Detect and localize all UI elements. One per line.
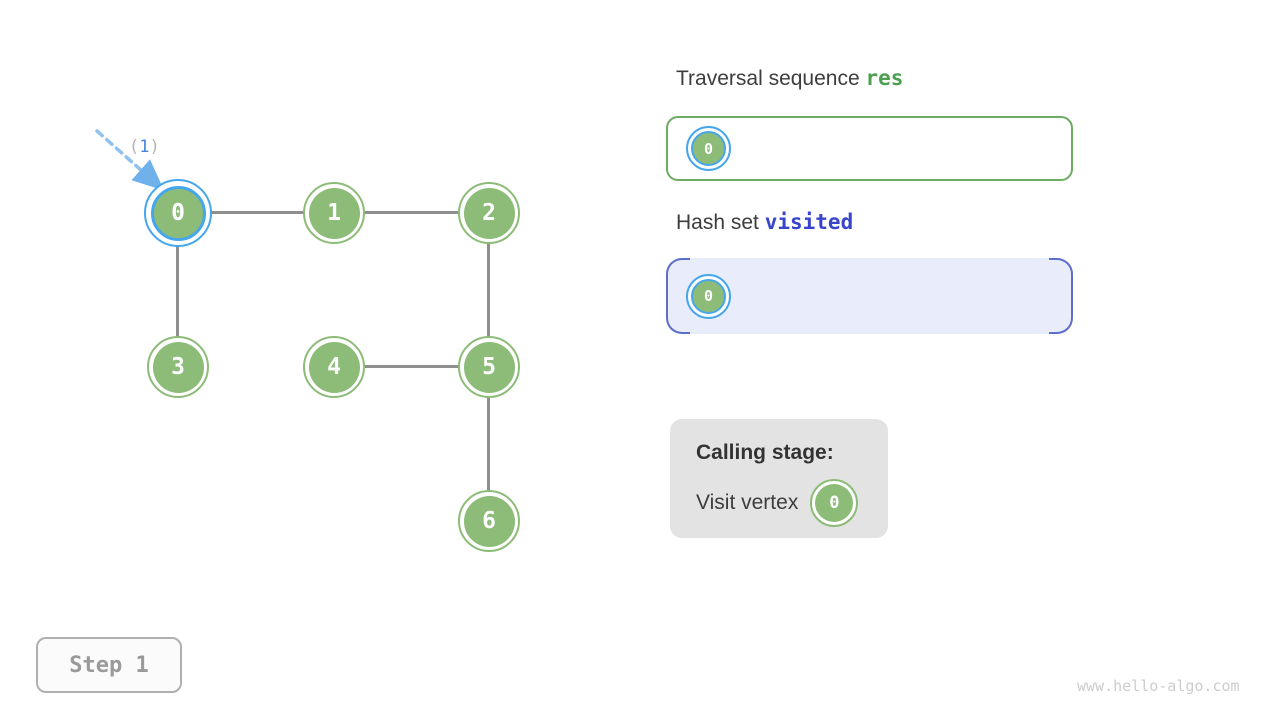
step-badge: Step 1 — [36, 637, 182, 693]
graph-node-1-label: 1 — [308, 187, 360, 239]
hash-set-box: 0 — [666, 258, 1073, 334]
annotation-open: ( — [129, 137, 140, 157]
graph-edge-2-5 — [487, 213, 490, 367]
hash-set-left-bracket — [666, 258, 690, 334]
graph-node-0: 0 — [144, 179, 212, 247]
calling-stage-heading: Calling stage: — [696, 441, 834, 464]
hash-set-right-bracket — [1049, 258, 1073, 334]
hash-set-title-text: Hash set — [676, 211, 759, 234]
graph-edge-0-3 — [176, 213, 179, 367]
traversal-sequence-title: Traversal sequence res — [676, 66, 903, 91]
graph-node-6: 6 — [458, 490, 520, 552]
annotation-number: 1 — [139, 137, 150, 157]
calling-vertex-node: 0 — [810, 479, 859, 527]
visited-item-node-0-label: 0 — [691, 278, 726, 314]
res-item-node-0: 0 — [686, 126, 731, 171]
step-annotation: (1) — [129, 137, 160, 157]
calling-stage-card: Calling stage: Visit vertex 0 — [670, 419, 888, 538]
annotation-close: ) — [149, 137, 160, 157]
graph-edge-0-1 — [178, 211, 334, 214]
graph-node-2-label: 2 — [463, 187, 515, 239]
traversal-title-text: Traversal sequence — [676, 67, 860, 90]
graph-node-2: 2 — [458, 182, 520, 244]
graph-node-1: 1 — [303, 182, 365, 244]
traversal-sequence-box: 0 — [666, 116, 1073, 181]
graph-edge-1-2 — [334, 211, 489, 214]
graph-node-3: 3 — [147, 336, 209, 398]
pointer-arrow-icon — [95, 129, 165, 191]
visited-item-node-0: 0 — [686, 273, 731, 319]
graph-node-4-label: 4 — [308, 341, 360, 393]
graph-node-6-label: 6 — [463, 495, 515, 547]
graph-node-5-label: 5 — [463, 341, 515, 393]
graph-node-5: 5 — [458, 336, 520, 398]
visited-code-label: visited — [764, 210, 854, 234]
graph-edge-4-5 — [334, 365, 489, 368]
calling-vertex-node-label: 0 — [815, 484, 854, 522]
graph-node-4: 4 — [303, 336, 365, 398]
watermark: www.hello-algo.com — [1077, 677, 1240, 695]
calling-action-text: Visit vertex — [696, 491, 799, 514]
graph-edge-5-6 — [487, 367, 490, 521]
res-item-node-0-label: 0 — [691, 131, 726, 166]
graph-node-0-label: 0 — [150, 185, 206, 241]
graph-node-3-label: 3 — [152, 341, 204, 393]
calling-stage-action: Visit vertex 0 — [696, 479, 862, 527]
res-code-label: res — [865, 66, 904, 90]
hash-set-title: Hash set visited — [676, 210, 853, 235]
